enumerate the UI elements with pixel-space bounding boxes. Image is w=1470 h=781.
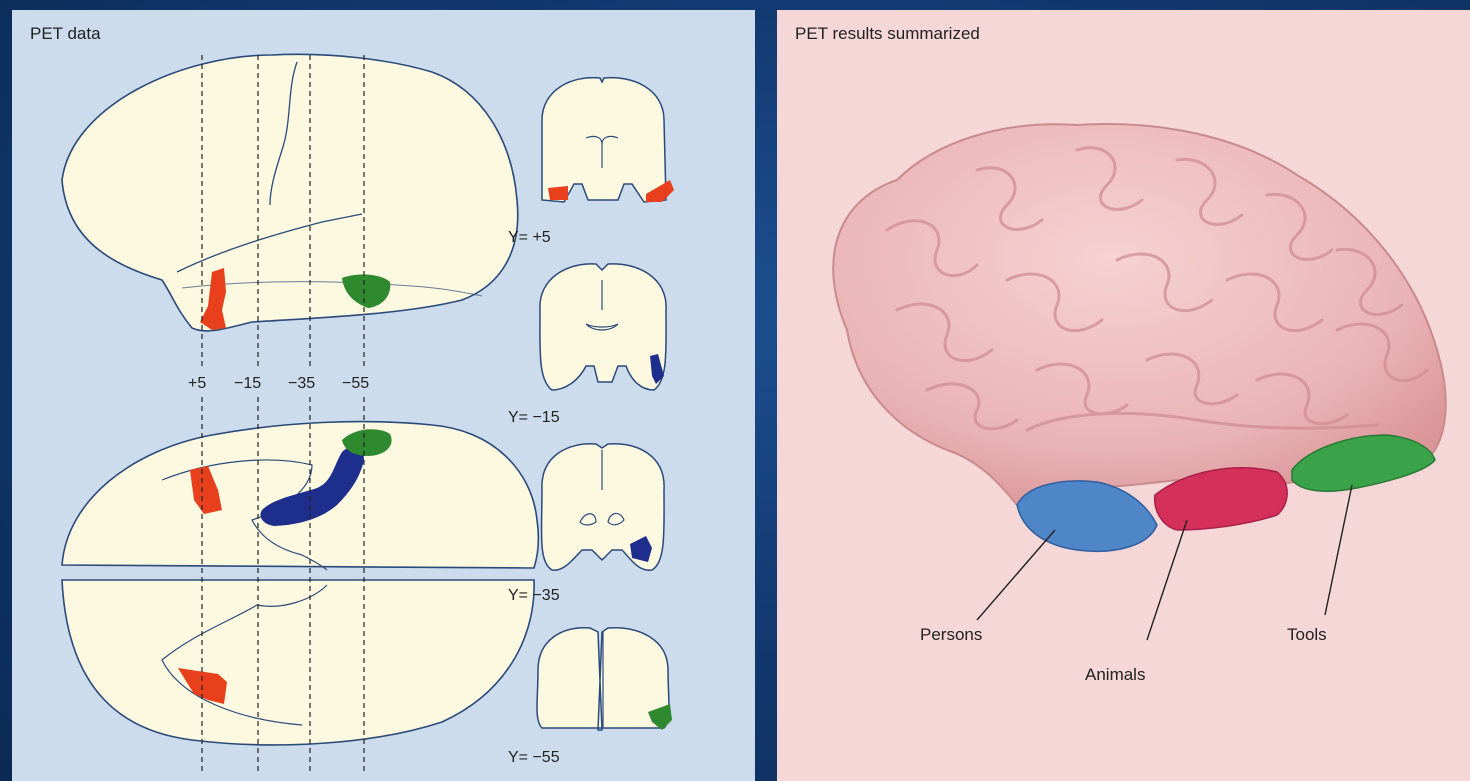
slice-tick-minus55: −55 [342, 375, 369, 392]
animals-leader-line [1147, 520, 1187, 640]
coronal-label-minus15: Y= −15 [508, 409, 560, 426]
axial-brain-lower-hemisphere [62, 580, 534, 745]
persons-region [1017, 481, 1157, 551]
coronal-plus5-animals-left [548, 186, 568, 200]
pet-data-panel: PET data +5 −15 −35 −55 Y= +5 [12, 10, 755, 781]
persons-leader-line [977, 530, 1055, 620]
coronal-label-minus55: Y= −55 [508, 749, 560, 766]
pet-results-panel: PET results summarized [777, 10, 1470, 781]
tools-label: Tools [1287, 625, 1327, 644]
slice-tick-plus5: +5 [188, 375, 206, 392]
slice-tick-minus35: −35 [288, 375, 315, 392]
tools-leader-line [1325, 485, 1352, 615]
coronal-label-plus5: Y= +5 [508, 229, 551, 246]
slice-tick-minus15: −15 [234, 375, 261, 392]
pet-data-figure: +5 −15 −35 −55 Y= +5 Y= −15 Y= −35 Y= −5… [12, 10, 755, 781]
coronal-slice-plus5 [542, 78, 666, 202]
animals-label: Animals [1085, 665, 1145, 684]
brain-illustration: Persons Animals Tools [777, 10, 1470, 781]
coronal-label-minus35: Y= −35 [508, 587, 560, 604]
persons-label: Persons [920, 625, 982, 644]
